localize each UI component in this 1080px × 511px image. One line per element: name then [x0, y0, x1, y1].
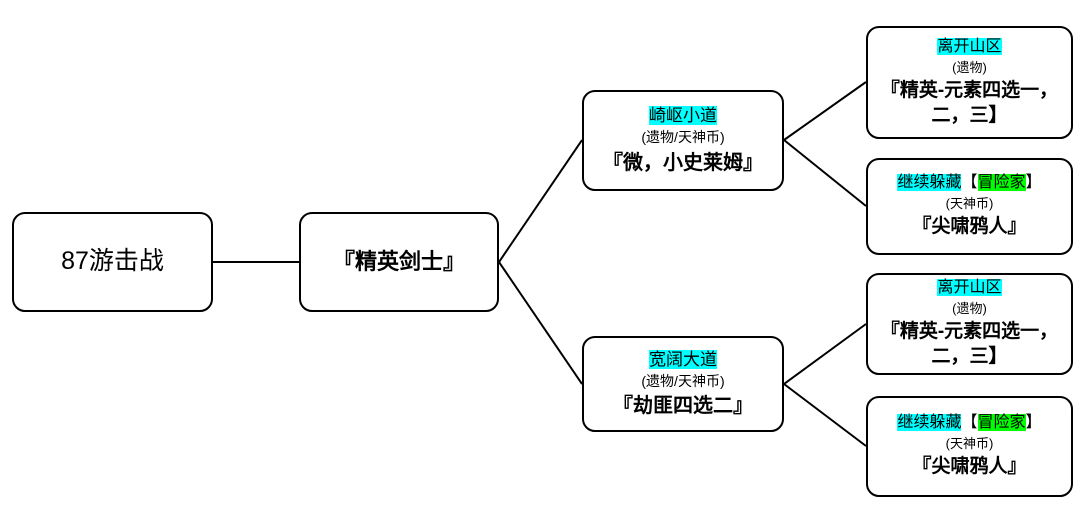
connector-battle-to-path-wide	[498, 261, 583, 385]
path-wide-reward: (遗物/天神币)	[641, 372, 725, 389]
hide-bottom-reward: (天神币)	[945, 436, 994, 452]
node-elite-battle: 『精英剑士』	[299, 212, 499, 312]
node-leave-mountain-bottom: 离开山区 (遗物) 『精英-元素四选一， 二，三】	[866, 273, 1073, 375]
path-wide-title-highlight: 宽阔大道	[649, 349, 717, 369]
hide-bottom-bracket-close: 】	[1025, 414, 1042, 432]
leave-top-encounter-line2: 二，三】	[931, 104, 1008, 126]
leave-top-title-row: 离开山区	[937, 37, 1002, 57]
node-keep-hiding-bottom: 继续躲藏【冒险家】 (天神币) 『尖啸鸦人』	[866, 396, 1073, 497]
leave-bottom-encounter-line1: 『精英-元素四选一，	[880, 321, 1059, 343]
leave-bottom-encounter-line2: 二，三】	[931, 346, 1008, 368]
connector-rough-to-leave	[783, 81, 867, 141]
path-rough-encounter: 『微，小史莱姆』	[603, 151, 763, 174]
hide-bottom-bracket-open: 【	[961, 414, 978, 432]
connector-wide-to-leave	[783, 323, 867, 385]
hide-top-encounter: 『尖啸鸦人』	[912, 216, 1027, 238]
node-leave-mountain-top: 离开山区 (遗物) 『精英-元素四选一， 二，三】	[866, 26, 1073, 139]
hide-bottom-action-highlight: 继续躲藏	[897, 414, 962, 432]
hide-top-action-highlight: 继续躲藏	[897, 174, 962, 192]
event-start-label: 87游击战	[61, 247, 164, 276]
path-wide-encounter: 『劫匪四选二』	[613, 395, 753, 418]
node-keep-hiding-top: 继续躲藏【冒险家】 (天神币) 『尖啸鸦人』	[866, 158, 1073, 255]
hide-bottom-tag-highlight: 冒险家	[977, 414, 1026, 432]
leave-bottom-title-highlight: 离开山区	[937, 279, 1002, 297]
leave-top-encounter-line1: 『精英-元素四选一，	[880, 79, 1059, 101]
leave-top-encounter: 『精英-元素四选一， 二，三】	[881, 79, 1058, 128]
path-rough-title-highlight: 崎岖小道	[649, 106, 717, 126]
path-rough-reward: (遗物/天神币)	[641, 129, 725, 146]
elite-battle-label: 『精英剑士』	[332, 249, 465, 275]
connector-rough-to-hide	[783, 139, 867, 207]
hide-top-title-row: 继续躲藏【冒险家】	[897, 173, 1042, 193]
hide-top-reward: (天神币)	[945, 196, 994, 212]
leave-bottom-reward: (遗物)	[952, 301, 987, 317]
connector-battle-to-path-rough	[498, 139, 583, 263]
hide-bottom-title-row: 继续躲藏【冒险家】	[897, 413, 1042, 433]
hide-bottom-encounter: 『尖啸鸦人』	[912, 456, 1027, 478]
leave-bottom-encounter: 『精英-元素四选一， 二，三】	[881, 320, 1058, 369]
node-path-wide-road: 宽阔大道 (遗物/天神币) 『劫匪四选二』	[582, 336, 784, 432]
node-event-start: 87游击战	[12, 212, 213, 312]
leave-bottom-title-row: 离开山区	[937, 278, 1002, 298]
leave-top-reward: (遗物)	[952, 59, 987, 75]
path-wide-title-row: 宽阔大道	[649, 349, 717, 370]
connector-wide-to-hide	[783, 383, 867, 447]
hide-top-bracket-close: 】	[1025, 174, 1042, 192]
hide-top-bracket-open: 【	[961, 174, 978, 192]
leave-top-title-highlight: 离开山区	[937, 37, 1002, 55]
hide-top-tag-highlight: 冒险家	[977, 174, 1026, 192]
node-path-rough-trail: 崎岖小道 (遗物/天神币) 『微，小史莱姆』	[582, 90, 784, 191]
path-rough-title-row: 崎岖小道	[649, 105, 717, 126]
